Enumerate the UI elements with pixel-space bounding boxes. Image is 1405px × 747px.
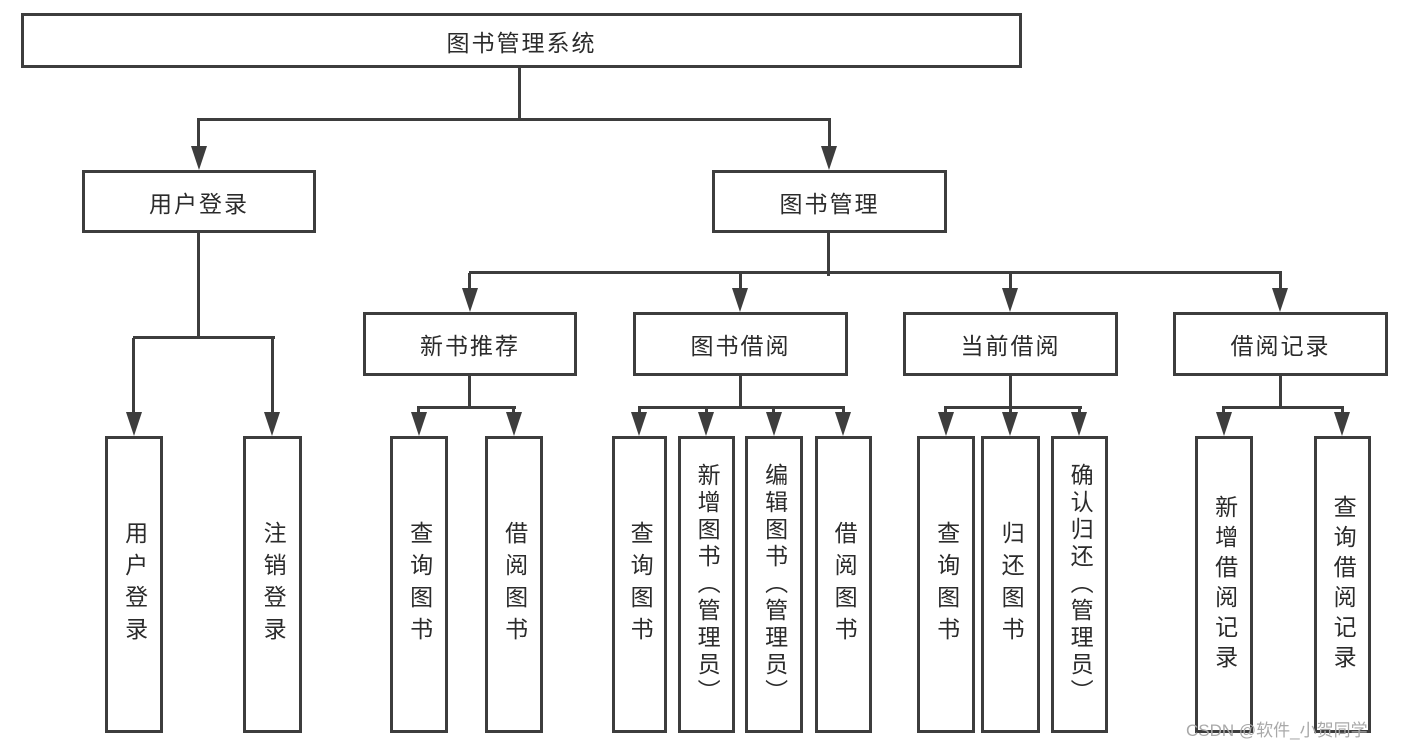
csdn-watermark: CSDN @软件_小贺同学 [1186,721,1368,740]
connector-line [1009,273,1012,291]
arrow-down-icon [766,412,782,436]
leaf-user-login: 用户登录 [105,436,163,733]
arrow-down-icon [631,412,647,436]
connector-line [197,233,200,339]
connector-line [944,406,1082,409]
leaf-edit-book-admin: 编辑图书（管理员） [745,436,803,733]
arrow-down-icon [821,146,837,170]
arrow-down-icon [1002,412,1018,436]
leaf-logout: 注销登录 [243,436,302,733]
connector-line [638,406,845,409]
leaf-query-books-current: 查询图书 [917,436,975,733]
connector-line [468,273,471,291]
arrow-down-icon [126,412,142,436]
node-label: 用户登录 [121,520,148,649]
node-label: 借阅记录 [1230,333,1331,359]
connector-line [1279,273,1282,291]
connector-line [271,338,274,416]
node-user-login: 用户登录 [82,170,316,233]
arrow-down-icon [1216,412,1232,436]
arrow-down-icon [191,146,207,170]
arrow-down-icon [462,288,478,312]
arrow-down-icon [938,412,954,436]
leaf-add-book-admin: 新增图书（管理员） [678,436,735,733]
arrow-down-icon [835,412,851,436]
connector-line [133,336,275,339]
arrow-down-icon [264,412,280,436]
arrow-down-icon [1071,412,1087,436]
arrow-down-icon [506,412,522,436]
node-label: 图书管理 [779,190,880,217]
arrow-down-icon [1334,412,1350,436]
leaf-borrow-books: 借阅图书 [815,436,872,733]
node-label: 图书借阅 [690,333,791,359]
connector-line [468,376,471,409]
node-library-management-system: 图书管理系统 [21,13,1022,68]
arrow-down-icon [411,412,427,436]
node-label: 用户登录 [149,190,249,217]
node-label: 查询图书 [406,520,433,649]
node-book-management: 图书管理 [712,170,947,233]
connector-line [827,233,830,276]
node-borrowing-records: 借阅记录 [1173,312,1388,376]
node-label: 图书管理系统 [446,29,597,56]
node-label: 查询图书 [933,520,960,649]
node-label: 当前借阅 [960,333,1061,359]
node-label: 查询借阅记录 [1330,494,1357,675]
connector-line [1279,376,1282,409]
leaf-add-borrow-record: 新增借阅记录 [1195,436,1253,733]
node-label: 借阅图书 [831,520,858,649]
node-label: 归还图书 [998,520,1025,649]
node-label: 新书推荐 [420,333,520,359]
arrow-down-icon [732,288,748,312]
connector-line [518,68,521,121]
node-label: 借阅图书 [501,520,528,649]
connector-line [739,273,742,291]
connector-line [1009,376,1012,409]
connector-line [739,376,742,409]
connector-line [828,120,831,148]
node-label: 新增借阅记录 [1211,494,1238,675]
arrow-down-icon [1002,288,1018,312]
leaf-borrow-books-recommend: 借阅图书 [485,436,543,733]
leaf-query-borrow-record: 查询借阅记录 [1314,436,1371,733]
connector-line [1222,406,1344,409]
node-new-book-recommendation: 新书推荐 [363,312,577,376]
node-label: 查询图书 [627,520,654,649]
connector-line [417,406,516,409]
connector-line [197,118,831,121]
node-book-borrowing: 图书借阅 [633,312,848,376]
leaf-return-books: 归还图书 [981,436,1040,733]
connector-line [197,120,200,148]
node-label: 确认归还（管理员） [1067,463,1094,706]
leaf-query-books-borrow: 查询图书 [612,436,667,733]
leaf-query-books-recommend: 查询图书 [390,436,448,733]
node-label: 新增图书（管理员） [694,463,721,706]
connector-line [469,271,1282,274]
connector-line [132,338,135,416]
node-label: 编辑图书（管理员） [761,463,788,706]
node-current-borrowing: 当前借阅 [903,312,1118,376]
leaf-confirm-return-admin: 确认归还（管理员） [1051,436,1108,733]
node-label: 注销登录 [260,520,287,649]
arrow-down-icon [1272,288,1288,312]
arrow-down-icon [698,412,714,436]
